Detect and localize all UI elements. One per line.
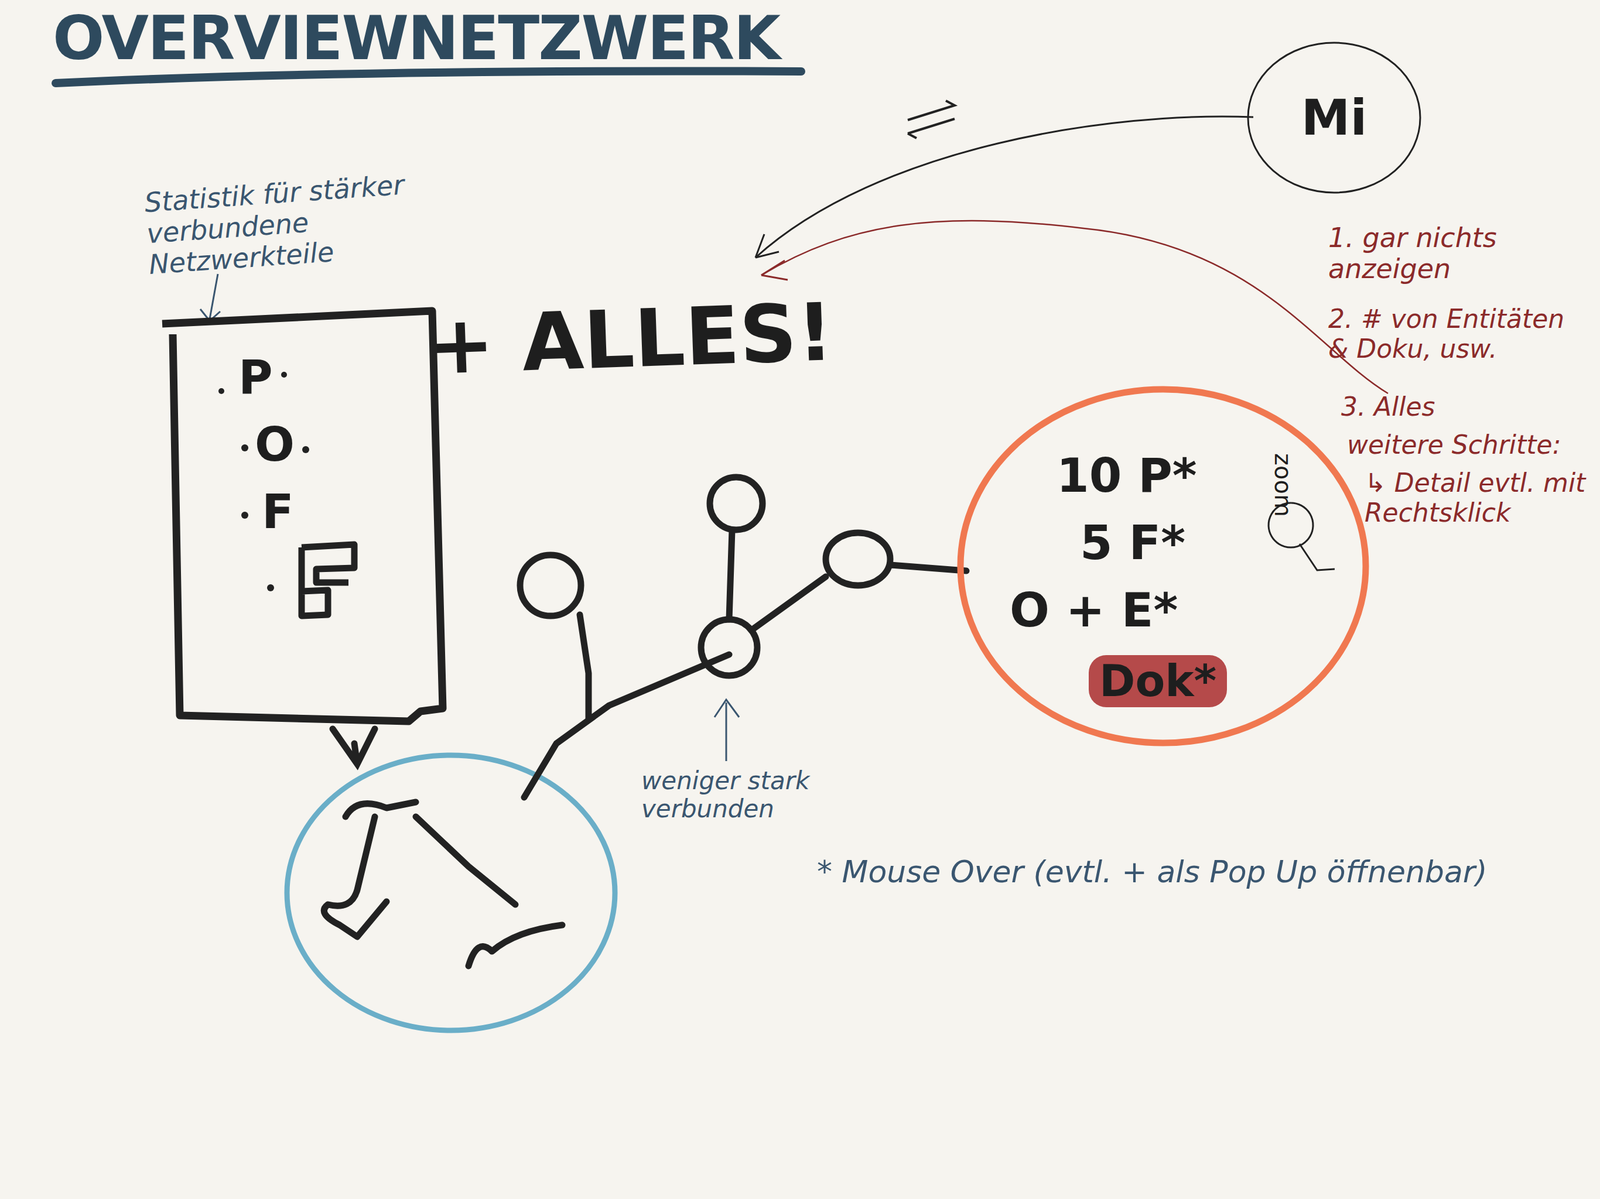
diagram-title: OVERVIEWNETZWERK (52, 3, 780, 74)
dot (281, 371, 287, 378)
network-circle (286, 755, 615, 1031)
stat-leader (200, 274, 221, 321)
dot (302, 446, 310, 454)
node-text: Dok* (1088, 655, 1227, 708)
network-node (709, 477, 763, 531)
node-text: O + E* (1009, 585, 1178, 637)
step-note: ↳ Detail evtl. mit Rechtsklick (1364, 468, 1593, 528)
network-line (890, 565, 967, 572)
notes-arrowhead (761, 260, 788, 280)
node-text: 10 P* (1056, 450, 1198, 502)
node-text: zoom (1270, 453, 1297, 518)
exchange-symbol (907, 100, 955, 139)
hub-leader (714, 699, 740, 762)
step-note: 3. Alles (1341, 392, 1588, 423)
stat-note: Statistik für stärker verbundene Netzwer… (143, 163, 490, 281)
node-text: Mi (1301, 90, 1367, 145)
network-line (729, 530, 733, 620)
dot (218, 388, 225, 395)
dot (267, 584, 275, 592)
node-outline-shape (1248, 42, 1421, 193)
node-outline-shape (960, 389, 1366, 744)
down-arrow (332, 729, 375, 765)
step-note: 2. # von Entitäten & Doku, usw. (1328, 304, 1592, 364)
node-text: 5 F* (1079, 517, 1186, 570)
node-outline-shape (162, 310, 443, 722)
weak-note: weniger stark verbunden (641, 767, 817, 825)
node-text: O (254, 419, 295, 471)
list-icon (301, 544, 355, 617)
alles-label: + ALLES! (426, 285, 875, 393)
mi-arrow (755, 116, 1254, 258)
dot (241, 511, 249, 519)
stats-box: POF (168, 310, 444, 715)
network-node (825, 532, 891, 586)
mi-arrowhead (755, 234, 779, 258)
detail-circle: 10 P* 5 F* O + E* Dok* zoom (954, 383, 1373, 750)
network-line (752, 576, 826, 630)
dot (241, 444, 249, 452)
node-text: F (261, 486, 294, 539)
step-note: weitere Schritte: (1346, 430, 1593, 461)
network-squiggle (323, 802, 563, 967)
step-note: 1. gar nichts anzeigen (1328, 222, 1592, 285)
node-outline (168, 310, 444, 715)
network-node (701, 619, 758, 676)
network-node (520, 555, 581, 617)
mi-circle: Mi (1246, 40, 1422, 195)
node-text: P (238, 351, 273, 404)
notes-leader (761, 220, 1388, 394)
mouseover-note: * Mouse Over (evtl. + als Pop Up öffnenb… (816, 855, 1550, 891)
